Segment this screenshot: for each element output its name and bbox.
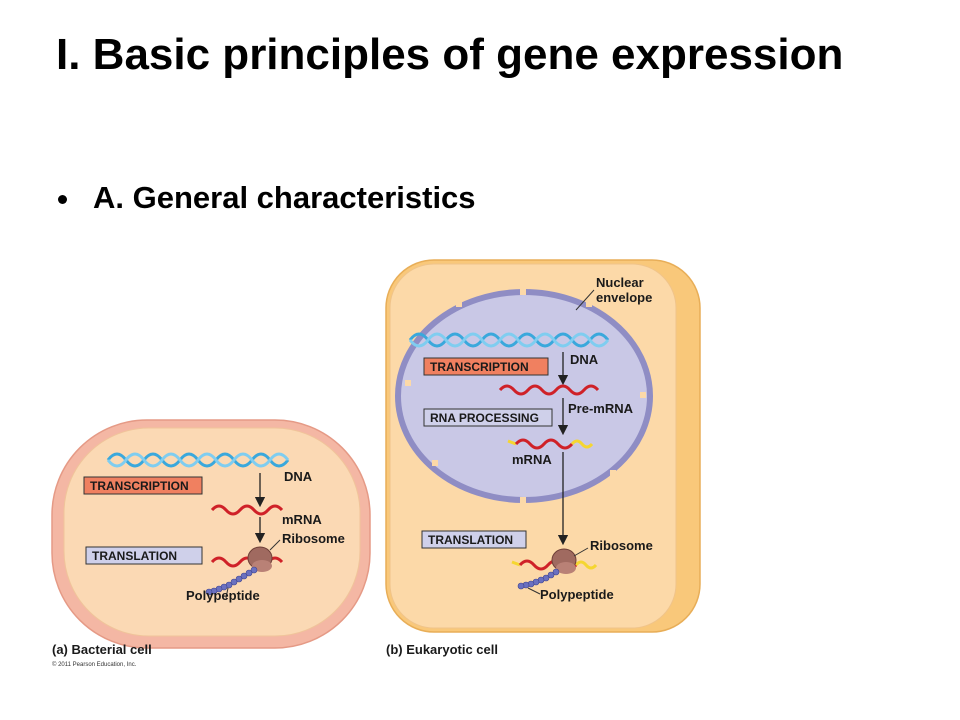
eukaryotic-caption: (b) Eukaryotic cell [386, 642, 498, 657]
eukaryotic-ribosome-label: Ribosome [590, 538, 653, 553]
bacterial-ribosome-pointer [269, 539, 281, 551]
bacterial-dna-label: DNA [284, 469, 313, 484]
eukaryotic-mrna-label: mRNA [512, 452, 552, 467]
nucleus [395, 289, 653, 503]
bacterial-mrna-strand [210, 504, 284, 516]
bacterial-caption: (a) Bacterial cell [52, 642, 152, 657]
bacterial-polypeptide-label: Polypeptide [186, 588, 260, 603]
bacterial-translation-label: TRANSLATION [92, 549, 177, 563]
eukaryotic-ribosome-small-subunit [556, 562, 576, 574]
rna-processing-label: RNA PROCESSING [430, 411, 539, 425]
eukaryotic-translation-box [421, 530, 527, 549]
bacterial-dna-helix [106, 452, 290, 468]
rna-processing-box [423, 408, 553, 427]
bacterial-transcription-box [83, 476, 203, 495]
bacterial-cell: DNA TRANSCRIPTION mRNA Ribosome TRANSLAT… [51, 419, 371, 649]
bacterial-mrna-label: mRNA [282, 512, 322, 527]
pre-mrna-label: Pre-mRNA [568, 401, 634, 416]
bacterial-polypeptide-pointer [225, 587, 229, 599]
bullet-item: A. General characteristics [58, 180, 476, 216]
nuclear-pores [405, 289, 646, 503]
eukaryotic-polypeptide-chain [517, 568, 560, 590]
bacterial-translation-box [85, 546, 203, 565]
nuclear-envelope-pointer [575, 289, 595, 311]
eukaryotic-polypeptide-label: Polypeptide [540, 587, 614, 602]
bacterial-ribosome-label: Ribosome [282, 531, 345, 546]
eukaryotic-cell: Nuclear envelope DNA TRANSCRIPTION Pre-m… [385, 259, 701, 633]
bullet-text: A. General characteristics [93, 180, 476, 215]
slide-title: I. Basic principles of gene expression [56, 30, 844, 79]
eukaryotic-dna-helix [408, 332, 610, 348]
eukaryotic-transcription-box [423, 357, 549, 376]
eukaryotic-translation-label: TRANSLATION [428, 533, 513, 547]
bullet-dot-icon [58, 194, 67, 204]
nuclear-envelope-label-line1: Nuclear [596, 275, 644, 290]
eukaryotic-transcription-label: TRANSCRIPTION [430, 360, 529, 374]
bacterial-polypeptide-chain [205, 566, 258, 596]
eukaryotic-ribosome-pointer [573, 547, 589, 557]
bacterial-transcription-label: TRANSCRIPTION [90, 479, 189, 493]
eukaryotic-mrna-strand [507, 438, 594, 450]
pre-mrna-strand [498, 384, 600, 396]
copyright-text: © 2011 Pearson Education, Inc. [52, 661, 137, 668]
eukaryotic-polypeptide-pointer [527, 587, 541, 595]
nuclear-envelope-label-line2: envelope [596, 290, 652, 305]
eukaryotic-dna-label: DNA [570, 352, 599, 367]
